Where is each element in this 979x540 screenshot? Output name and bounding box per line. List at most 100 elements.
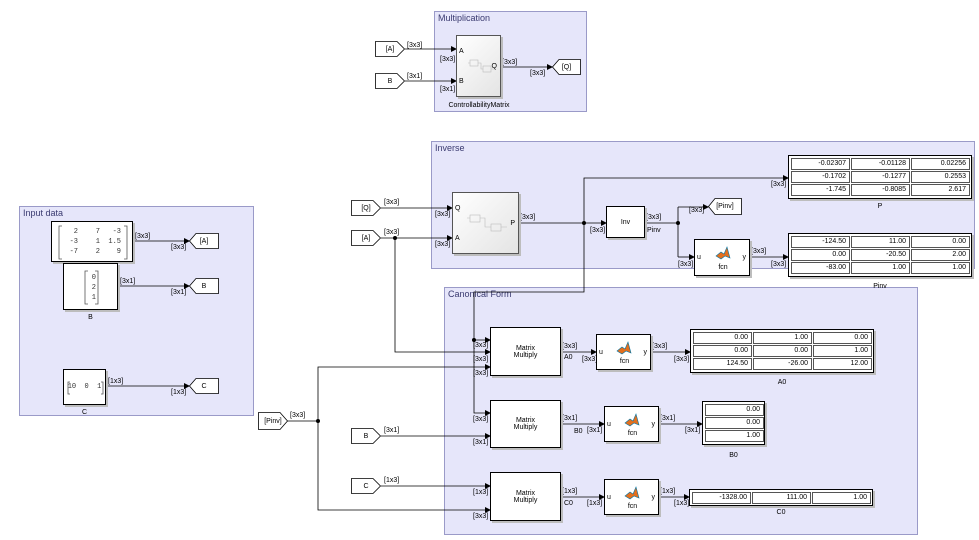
dim-label: [3x3]: [384, 199, 400, 206]
dim-label: [3x1]: [407, 73, 423, 80]
matrix-bracket-icon: [58, 225, 128, 260]
goto-tag-shape: [188, 278, 219, 294]
display-name-Pinv: Pinv: [873, 283, 887, 290]
dim-label: [3x3]: [407, 42, 423, 49]
from-tag-shape: [375, 73, 406, 89]
inv-block[interactable]: Inv: [606, 206, 645, 238]
display-cell: 124.50: [693, 358, 752, 370]
display-cell: 111.00: [752, 492, 811, 504]
goto-tag-label: B: [201, 282, 207, 290]
dim-label: [3x3]: [582, 356, 598, 363]
display-cell: -0.1702: [791, 171, 850, 183]
dim-label: [3x3]: [473, 370, 489, 377]
matrix-cell: -3: [112, 228, 121, 236]
fcn-label: fcn: [619, 358, 630, 365]
port-label-P: P: [510, 220, 515, 227]
display-cell: 1.00: [813, 345, 872, 357]
goto-tag-Pinv[interactable]: [Pinv]: [707, 198, 742, 215]
dim-label: [3x3]: [473, 513, 489, 520]
dim-label: [3x3]: [562, 343, 578, 350]
goto-tag-label: [A]: [199, 237, 209, 245]
constant-block-A[interactable]: 2 7 -3 -3 1 1.5 -7 2 9: [51, 221, 133, 262]
dim-label: [3x3]: [135, 233, 151, 240]
matlab-function-block-pinv[interactable]: u y fcn: [694, 239, 750, 276]
matrix-bracket-icon: [67, 381, 104, 395]
display-cell: -20.50: [851, 249, 910, 261]
dim-label: [1x3]: [108, 378, 124, 385]
input-data-title: Input data: [23, 208, 64, 218]
subsystem-thumbnail-icon: [468, 59, 494, 73]
from-tag-A-inverse[interactable]: [A]: [351, 230, 382, 246]
inverse-title: Inverse: [435, 143, 465, 153]
goto-tag-shape: [551, 59, 581, 75]
goto-tag-A[interactable]: [A]: [188, 233, 219, 249]
signal-label-B0: B0: [574, 428, 583, 435]
signal-label-Pinv: Pinv: [647, 227, 661, 234]
display-cell: 11.00: [851, 236, 910, 248]
display-cell: 0.00: [911, 236, 970, 248]
subsystem-thumbnail-icon: [467, 214, 507, 232]
matrix-multiply-block-A0[interactable]: Matrix Multiply: [490, 327, 561, 376]
port-label-u: u: [697, 254, 701, 261]
display-cell: 1.00: [705, 430, 764, 442]
goto-tag-B[interactable]: B: [188, 278, 219, 294]
display-cell: 1.00: [851, 262, 910, 274]
from-tag-B[interactable]: B: [375, 73, 406, 89]
display-P[interactable]: -0.02307 -0.01128 0.02256 -0.1702 -0.127…: [788, 155, 972, 199]
matrix-multiply-label: Matrix Multiply: [513, 417, 538, 431]
dim-label: [1x3]: [587, 500, 603, 507]
from-tag-C-canonical[interactable]: C: [351, 478, 382, 494]
from-tag-Pinv[interactable]: [Pinv]: [258, 412, 289, 430]
matrix-cell: 0: [91, 274, 96, 282]
matlab-logo-icon: [616, 341, 632, 355]
dim-label: [1x3]: [473, 489, 489, 496]
display-cell: 0.00: [705, 417, 764, 429]
goto-tag-label: [Pinv]: [716, 203, 734, 210]
from-tag-label: C: [363, 482, 369, 490]
port-label-u: u: [607, 494, 611, 501]
fcn-label: fcn: [627, 430, 638, 437]
matrix-cell: 2: [73, 228, 78, 236]
matlab-function-block-B0[interactable]: u y fcn: [604, 406, 659, 442]
matrix-cell: 1: [95, 238, 100, 246]
from-tag-Q[interactable]: [Q]: [351, 200, 382, 216]
display-A0[interactable]: 0.00 1.00 0.00 0.00 0.00 1.00 124.50 -26…: [690, 329, 874, 373]
display-name-P: P: [877, 203, 883, 210]
dim-label: [1x3]: [674, 500, 690, 507]
matrix-row: 10 0 1: [67, 383, 102, 391]
from-tag-A[interactable]: [A]: [375, 41, 406, 57]
from-tag-B-canonical[interactable]: B: [351, 428, 382, 444]
dim-label: [3x3]: [384, 229, 400, 236]
display-Pinv[interactable]: -124.50 11.00 0.00 0.00 -20.50 2.00 -83.…: [788, 233, 972, 277]
constant-block-C[interactable]: 10 0 1: [63, 369, 106, 405]
display-name-C0: C0: [776, 509, 786, 516]
display-C0[interactable]: -1328.00 111.00 1.00: [689, 489, 873, 506]
dim-label: [3x3]: [646, 214, 662, 221]
display-cell: 0.2553: [911, 171, 970, 183]
display-cell: -1.745: [791, 184, 850, 196]
display-cell: -124.50: [791, 236, 850, 248]
matrix-multiply-block-B0[interactable]: Matrix Multiply: [490, 400, 561, 448]
from-tag-label: [A]: [361, 234, 371, 242]
port-label-y: y: [742, 254, 747, 261]
observability-subsystem-block[interactable]: Q A P: [452, 192, 519, 254]
goto-tag-Q[interactable]: [Q]: [551, 59, 581, 75]
goto-tag-shape: [707, 198, 742, 215]
matlab-function-block-A0[interactable]: u y fcn: [596, 334, 651, 370]
from-tag-label: [Q]: [361, 204, 371, 212]
matlab-logo-icon: [715, 246, 731, 260]
dim-label: [3x3]: [473, 342, 489, 349]
display-B0[interactable]: 0.00 0.00 1.00: [702, 401, 765, 445]
dim-label: [3x3]: [473, 356, 489, 363]
dim-label: [3x1]: [660, 415, 676, 422]
controllability-matrix-block[interactable]: A B Q: [456, 35, 501, 97]
matrix-multiply-block-C0[interactable]: Matrix Multiply: [490, 472, 561, 521]
dim-label: [1x3]: [562, 488, 578, 495]
dim-label: [3x1]: [384, 427, 400, 434]
dim-label: [3x3]: [502, 59, 518, 66]
matlab-function-block-C0[interactable]: u y fcn: [604, 479, 659, 515]
dim-label: [3x3]: [590, 227, 606, 234]
goto-tag-C[interactable]: C: [188, 378, 219, 394]
constant-block-B[interactable]: 0 2 1: [63, 263, 118, 310]
display-cell: 1.00: [753, 332, 812, 344]
